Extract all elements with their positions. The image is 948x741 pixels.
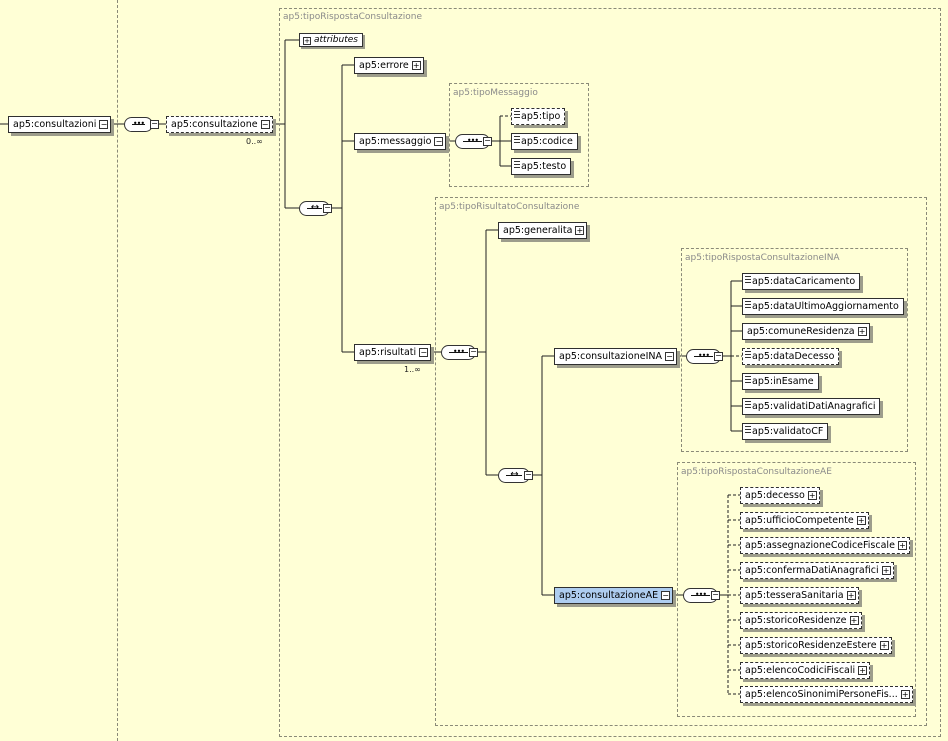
node-consultazione-ina[interactable]: ap5:consultazioneINA − — [554, 348, 678, 365]
node-label: ap5:codice — [521, 136, 573, 147]
node-label: ap5:elencoCodiciFiscali — [745, 665, 856, 676]
node-validati-dati-anagrafici[interactable]: ap5:validatiDatiAnagrafici — [742, 398, 881, 415]
node-label: ap5:dataDecesso — [752, 351, 835, 362]
cardinality-label: 0..∞ — [246, 137, 263, 146]
node-consultazioni[interactable]: ap5:consultazioni − — [8, 116, 112, 133]
node-storico-residenze[interactable]: ap5:storicoResidenze+ — [740, 612, 862, 629]
region-tipo-risposta-consultazione-ina — [681, 248, 908, 452]
region-label-tipo-risposta-consultazione-ae: ap5:tipoRispostaConsultazioneAE — [681, 467, 832, 477]
expand-icon[interactable]: + — [303, 37, 311, 45]
node-tipo[interactable]: ap5:tipo — [511, 108, 566, 125]
expand-icon[interactable]: + — [858, 666, 868, 675]
collapse-icon[interactable]: − — [150, 119, 159, 129]
expand-icon[interactable]: + — [856, 516, 866, 525]
region-label-tipo-risposta-consultazione-ina: ap5:tipoRispostaConsultazioneINA — [685, 253, 840, 263]
expand-icon[interactable]: + — [807, 491, 817, 500]
node-label: ap5:confermaDatiAnagrafici — [745, 565, 879, 576]
node-label: ap5:inEsame — [752, 376, 814, 387]
node-label: ap5:storicoResidenze — [745, 615, 847, 626]
expand-icon[interactable]: + — [411, 61, 421, 70]
collapse-icon[interactable]: − — [524, 470, 533, 480]
node-tessera-sanitaria[interactable]: ap5:tesseraSanitaria+ — [740, 587, 859, 604]
expand-icon[interactable]: + — [849, 616, 859, 625]
expand-icon[interactable]: + — [881, 566, 891, 575]
collapse-icon[interactable]: − — [99, 120, 109, 129]
attributes-label: attributes — [314, 35, 358, 45]
region-tipo-risposta-consultazione — [279, 8, 941, 737]
collapse-icon[interactable]: − — [714, 351, 723, 361]
node-testo[interactable]: ap5:testo — [511, 158, 572, 175]
node-consultazione[interactable]: ap5:consultazione − — [166, 116, 273, 133]
node-codice[interactable]: ap5:codice — [511, 133, 578, 150]
node-label: ap5:assegnazioneCodiceFiscale — [745, 540, 895, 551]
node-in-esame[interactable]: ap5:inEsame — [742, 373, 819, 390]
collapse-icon[interactable]: − — [661, 591, 671, 600]
node-label: ap5:validatoCF — [752, 426, 824, 437]
node-label: ap5:elencoSinonimiPersoneFis... — [745, 689, 898, 700]
node-label: ap5:consultazioni — [13, 119, 97, 130]
expand-icon[interactable]: + — [575, 226, 585, 235]
collapse-icon[interactable]: − — [419, 348, 429, 357]
node-messaggio[interactable]: ap5:messaggio − — [354, 133, 447, 150]
node-label: ap5:testo — [521, 161, 567, 172]
node-risultati[interactable]: ap5:risultati − — [354, 344, 432, 361]
expand-icon[interactable]: + — [900, 690, 910, 699]
node-elenco-codici-fiscali[interactable]: ap5:elencoCodiciFiscali+ — [740, 662, 871, 679]
attributes-group[interactable]: + attributes — [299, 33, 363, 47]
collapse-icon[interactable]: − — [260, 120, 270, 129]
node-label: ap5:validatiDatiAnagrafici — [752, 401, 876, 412]
expand-icon[interactable]: + — [879, 641, 889, 650]
collapse-icon[interactable]: − — [711, 590, 720, 600]
node-label: ap5:messaggio — [359, 136, 432, 147]
cardinality-label: 1..∞ — [404, 365, 421, 374]
node-label: ap5:consultazione — [171, 119, 258, 130]
node-generalita[interactable]: ap5:generalita + — [498, 222, 588, 239]
node-label: ap5:tipo — [521, 111, 561, 122]
node-validato-cf[interactable]: ap5:validatoCF — [742, 423, 829, 440]
node-label: ap5:consultazioneINA — [559, 351, 663, 362]
collapse-icon[interactable]: − — [665, 352, 675, 361]
node-label: ap5:risultati — [359, 347, 417, 358]
expand-icon[interactable]: + — [846, 591, 856, 600]
region-tipo-risultato-consultazione — [435, 197, 927, 726]
expand-icon[interactable]: + — [897, 541, 907, 550]
node-errore[interactable]: ap5:errore + — [354, 57, 424, 74]
node-ufficio-competente[interactable]: ap5:ufficioCompetente+ — [740, 512, 869, 529]
node-decesso[interactable]: ap5:decesso+ — [740, 487, 820, 504]
node-label: ap5:dataCaricamento — [752, 276, 856, 287]
node-data-decesso[interactable]: ap5:dataDecesso — [742, 348, 840, 365]
node-comune-residenza[interactable]: ap5:comuneResidenza+ — [742, 323, 870, 340]
node-label: ap5:generalita — [503, 225, 573, 236]
region-label-tipo-messaggio: ap5:tipoMessaggio — [453, 88, 538, 98]
region-label-tipo-risultato-consultazione: ap5:tipoRisultatoConsultazione — [439, 202, 580, 212]
collapse-icon[interactable]: − — [323, 203, 332, 213]
collapse-icon[interactable]: − — [483, 136, 492, 146]
node-data-ultimo-aggiornamento[interactable]: ap5:dataUltimoAggiornamento — [742, 298, 904, 315]
expand-icon[interactable]: + — [857, 327, 867, 336]
node-label: ap5:comuneResidenza — [747, 326, 855, 337]
collapse-icon[interactable]: − — [469, 347, 478, 357]
sequence-compositor[interactable] — [124, 117, 153, 132]
node-label: ap5:ufficioCompetente — [745, 515, 854, 526]
node-data-caricamento[interactable]: ap5:dataCaricamento — [742, 273, 861, 290]
region-label-tipo-risposta-consultazione: ap5:tipoRispostaConsultazione — [283, 12, 423, 22]
node-label: ap5:tesseraSanitaria — [745, 590, 844, 601]
node-label: ap5:storicoResidenzeEstere — [745, 640, 877, 651]
node-elenco-sinonimi-persone[interactable]: ap5:elencoSinonimiPersoneFis...+ — [740, 686, 913, 703]
node-label: ap5:consultazioneAE — [559, 590, 659, 601]
node-label: ap5:decesso — [745, 490, 805, 501]
region-tipo-risposta-consultazione-ae — [677, 462, 916, 717]
region-tipo-messaggio — [449, 83, 589, 187]
collapse-icon[interactable]: − — [434, 137, 444, 146]
node-storico-residenze-estere[interactable]: ap5:storicoResidenzeEstere+ — [740, 637, 892, 654]
node-consultazione-ae[interactable]: ap5:consultazioneAE − — [554, 587, 674, 604]
node-label: ap5:errore — [359, 60, 409, 71]
lane-divider — [117, 0, 118, 741]
node-conferma-dati-anagrafici[interactable]: ap5:confermaDatiAnagrafici+ — [740, 562, 894, 579]
node-label: ap5:dataUltimoAggiornamento — [752, 301, 899, 312]
node-assegnazione-codice-fiscale[interactable]: ap5:assegnazioneCodiceFiscale+ — [740, 537, 910, 554]
